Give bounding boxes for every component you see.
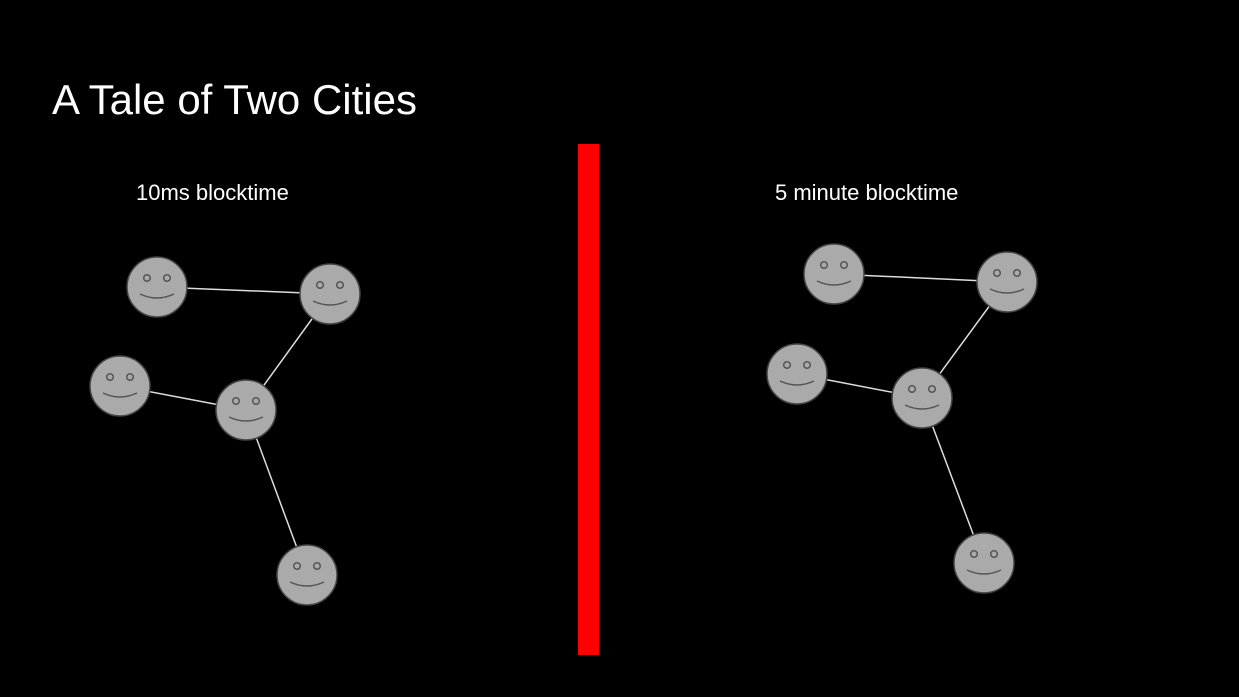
red-divider [578, 144, 599, 655]
smiley-face-icon [126, 256, 188, 318]
smiley-face-icon [276, 544, 338, 606]
smiley-face-icon [891, 367, 953, 429]
smiley-face-icon [89, 355, 151, 417]
smiley-face-icon [976, 251, 1038, 313]
smiley-face-icon [766, 343, 828, 405]
smiley-face-icon [215, 379, 277, 441]
left-network-label: 10ms blocktime [136, 180, 289, 205]
right-nodes [766, 243, 1038, 594]
smiley-face-icon [299, 263, 361, 325]
slide-title: A Tale of Two Cities [52, 76, 417, 123]
left-nodes [89, 256, 361, 606]
right-network-label: 5 minute blocktime [775, 180, 959, 205]
smiley-face-icon [803, 243, 865, 305]
smiley-face-icon [953, 532, 1015, 594]
